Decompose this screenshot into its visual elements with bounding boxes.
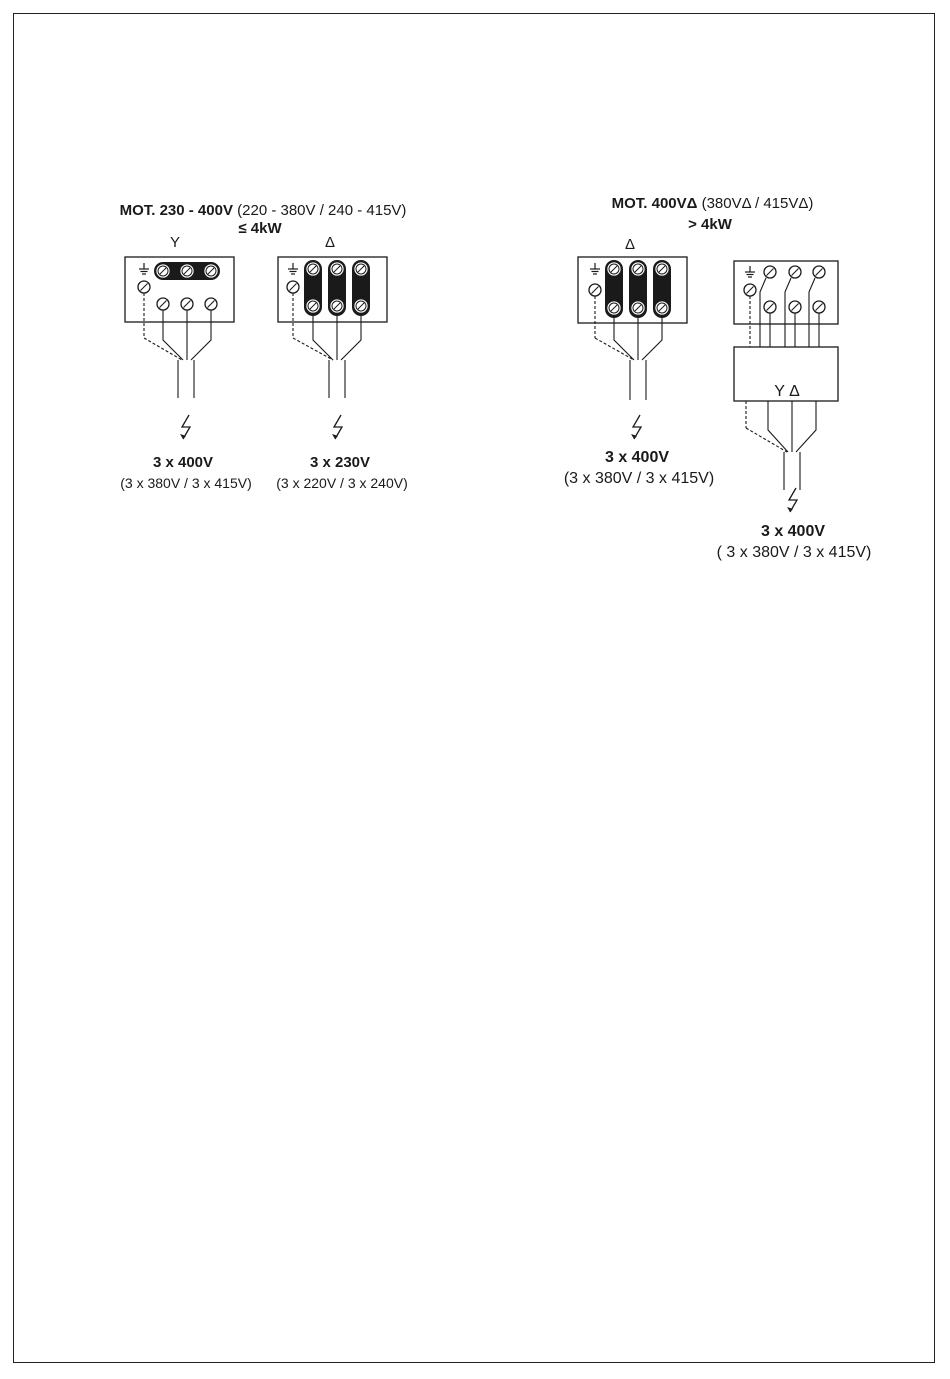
diagram-y-voltage: 3 x 400V — [128, 454, 238, 471]
diagram-star-delta-voltage-alt: ( 3 x 380V / 3 x 415V) — [700, 544, 888, 562]
star-delta-switch-label: Y Δ — [760, 383, 814, 401]
right-title-rest: (380VΔ / 415VΔ) — [702, 195, 814, 212]
lightning-icon — [180, 415, 190, 439]
diagram-y — [125, 257, 234, 439]
diagram-y-voltage-alt: (3 x 380V / 3 x 415V) — [108, 475, 264, 491]
left-group-title: MOT. 230 - 400V (220 - 380V / 240 - 415V… — [78, 202, 448, 219]
left-power-label: ≤ 4kW — [210, 220, 310, 237]
diagram-delta-right — [578, 257, 687, 439]
diagram-delta-right-voltage: 3 x 400V — [582, 449, 692, 467]
right-title-bold: MOT. 400VΔ — [612, 195, 698, 212]
lightning-icon — [631, 415, 641, 439]
diagram-delta-left-voltage: 3 x 230V — [285, 454, 395, 471]
left-title-bold: MOT. 230 - 400V — [120, 202, 233, 219]
diagram-star-delta-voltage: 3 x 400V — [738, 523, 848, 541]
diagram-delta-right-connection-label: Δ — [615, 236, 645, 253]
right-power-label: > 4kW — [660, 216, 760, 233]
diagram-delta-left-connection-label: Δ — [315, 234, 345, 251]
diagram-delta-left — [278, 257, 387, 439]
right-group-title: MOT. 400VΔ (380VΔ / 415VΔ) — [575, 195, 850, 212]
lightning-icon — [332, 415, 342, 439]
diagram-delta-left-voltage-alt: (3 x 220V / 3 x 240V) — [265, 475, 419, 491]
diagram-y-connection-label: Y — [160, 234, 190, 251]
lightning-icon — [787, 488, 797, 512]
diagram-delta-right-voltage-alt: (3 x 380V / 3 x 415V) — [550, 470, 728, 488]
left-title-rest: (220 - 380V / 240 - 415V) — [237, 202, 406, 219]
